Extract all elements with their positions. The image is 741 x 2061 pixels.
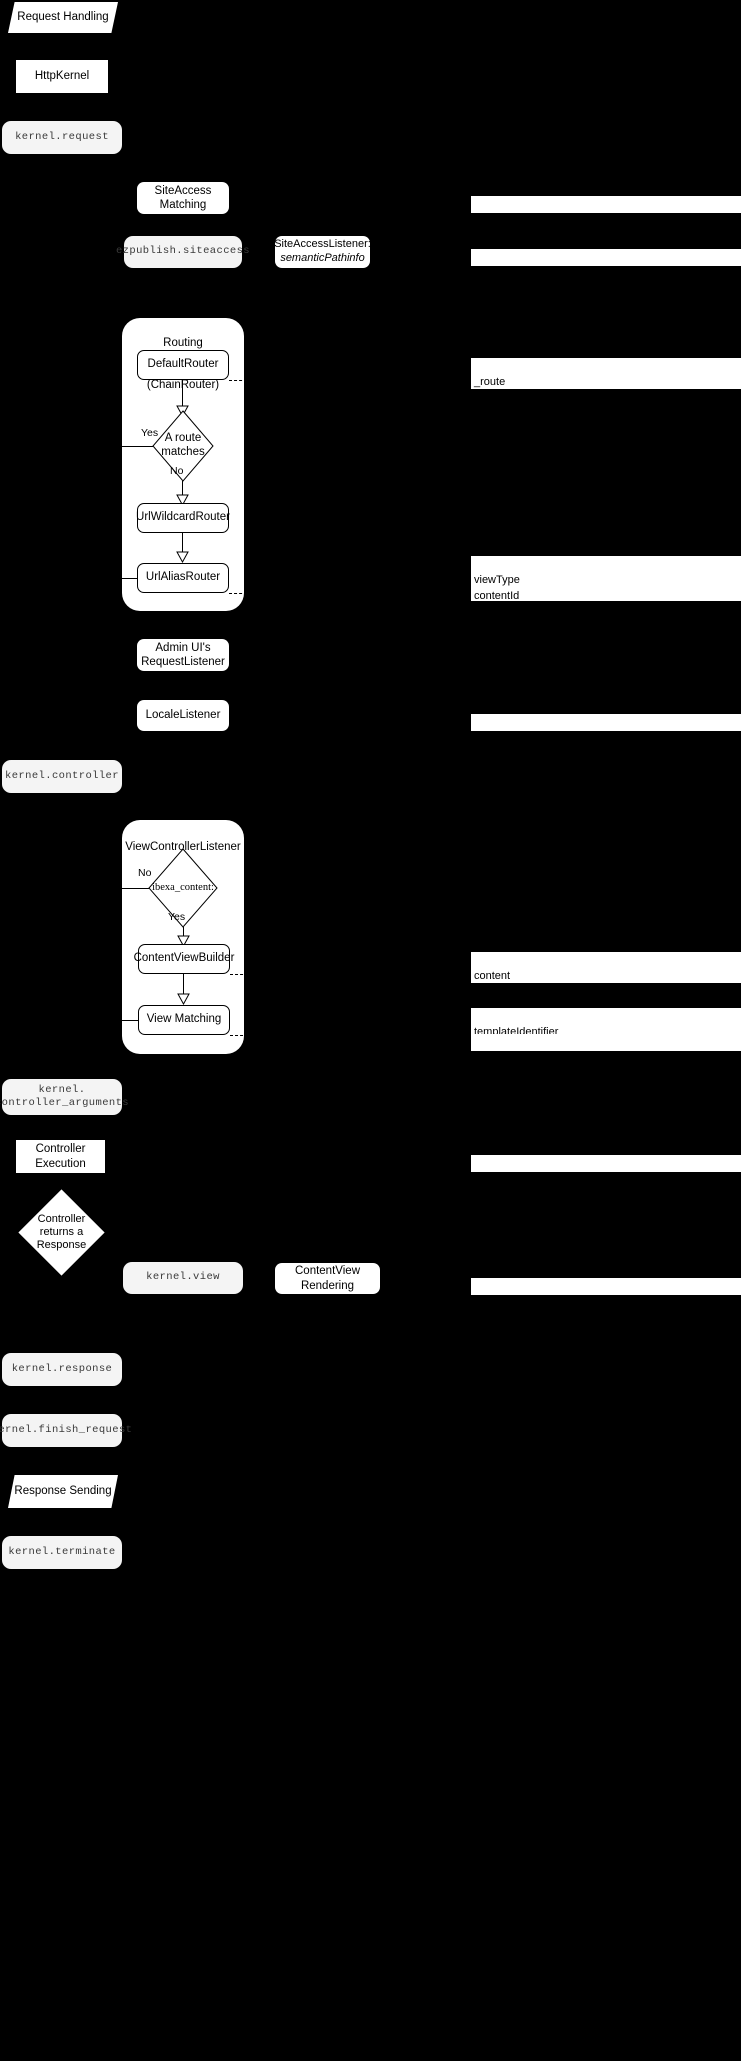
decision-controller-returns-response (18, 1189, 105, 1276)
group-viewcontrollerlistener-title: ViewControllerListener (122, 826, 244, 854)
attr-text: response/view (474, 1172, 545, 1185)
attr-viewtype-contentid-locationid: viewType contentId locationId (471, 556, 741, 618)
edge-label-yes-ibexa: Yes (168, 911, 186, 923)
node-label: SiteAccess Matching (154, 184, 212, 211)
event-label: kernel.request (15, 130, 109, 143)
node-defaultrouter: DefaultRouter (137, 350, 229, 380)
node-urlaliasrouter: UrlAliasRouter (137, 563, 229, 593)
node-adminui-requestlistener: Admin UI's RequestListener (137, 639, 229, 671)
node-label: Controller Execution (35, 1143, 86, 1170)
attr-text: _route _controller (474, 375, 526, 404)
event-kernel-controller: kernel.controller (2, 760, 122, 793)
attr-siteaccess: siteaccess (471, 196, 741, 226)
node-label: View Matching (146, 1013, 222, 1026)
node-contentviewbuilder: ContentViewBuilder (134, 944, 234, 974)
event-kernel-response: kernel.response (2, 1353, 122, 1386)
event-label: kernel.controller (5, 769, 119, 782)
event-label: kernel. controller_arguments (0, 1083, 130, 1109)
node-urlwildcardrouter: UrlWildcardRouter (136, 503, 230, 533)
edge-label-no-route: No (170, 465, 184, 477)
event-label: kernel.response (11, 1362, 113, 1375)
node-label: SiteAccessListener:semanticPathinfo (274, 238, 371, 264)
dashed-connector-contentviewbuilder (230, 974, 474, 975)
event-label: kernel.terminate (8, 1545, 116, 1558)
arrowhead-icon (177, 935, 190, 947)
phase-label: Request Handling (17, 11, 109, 24)
node-label: ContentView Rendering (295, 1265, 360, 1292)
event-label: kernel.finish_request (0, 1423, 133, 1436)
attr-text: content location (474, 969, 512, 998)
edge-label-no-ibexa: No (138, 867, 152, 879)
group-title-text: ViewControllerListener (125, 841, 241, 854)
phase-banner-request-handling: Request Handling (8, 2, 118, 33)
event-kernel-request: kernel.request (2, 121, 122, 154)
event-label: kernel.view (146, 1271, 220, 1284)
attr-route-controller: _route _controller (471, 358, 741, 404)
event-label: ezpublish.siteaccess (115, 245, 251, 258)
edge-yes-branch-route (122, 446, 153, 447)
node-label: Admin UI's RequestListener (141, 641, 225, 668)
arrowhead-icon (176, 551, 189, 563)
node-siteaccess-matching: SiteAccess Matching (137, 182, 229, 214)
dashed-connector-viewmatching (230, 1035, 474, 1036)
event-kernel-controller-arguments: kernel. controller_arguments (0, 1079, 129, 1115)
attr-locale: _locale (471, 714, 741, 744)
event-kernel-finish-request: kernel.finish_request (0, 1414, 132, 1447)
attr-template-controllerreference: templateIdentifier controllerReference (471, 1008, 741, 1054)
node-label: UrlWildcardRouter (136, 511, 230, 524)
node-httpkernel: HttpKernel (16, 60, 108, 93)
attr-view: view (471, 1034, 741, 1064)
node-label: LocaleListener (145, 709, 221, 722)
edge-defaultrouter-to-decision (182, 380, 183, 411)
arrowhead-icon (177, 993, 190, 1005)
dashed-connector-defaultrouter (229, 380, 474, 381)
edge-no-branch-route (182, 481, 183, 501)
attr-text: viewType contentId locationId (474, 573, 522, 618)
node-localelistener: LocaleListener (137, 700, 229, 731)
edge-alias-left-stub (122, 578, 138, 579)
phase-banner-response-sending: Response Sending (8, 1475, 118, 1508)
node-siteaccesslistener: SiteAccessListener:semanticPathinfo (274, 236, 371, 268)
edge-label-yes-route: Yes (141, 427, 159, 439)
attr-text: _locale (474, 731, 509, 744)
attr-content-location: content location (471, 952, 741, 998)
node-contentview-rendering: ContentView Rendering (275, 1263, 380, 1294)
attr-text: view (474, 1051, 497, 1064)
node-label: DefaultRouter (147, 358, 219, 371)
attr-semanticpathinfo: semanticPathinfo (471, 249, 741, 279)
attr-response-view: response/view (471, 1155, 741, 1185)
attr-text: siteaccess (474, 213, 526, 226)
edge-builder-to-matching (183, 974, 184, 1000)
node-view-matching: View Matching (138, 1005, 230, 1035)
event-kernel-view: kernel.view (123, 1262, 243, 1294)
edge-viewmatching-left-stub (122, 1020, 139, 1021)
event-ezpublish-siteaccess: ezpublish.siteaccess (116, 236, 250, 268)
node-label: HttpKernel (34, 70, 90, 83)
attr-text: semanticPathinfo (474, 266, 559, 279)
arrowhead-icon (176, 494, 189, 506)
event-kernel-terminate: kernel.terminate (2, 1536, 122, 1569)
edge-no-branch-ibexa (122, 888, 149, 889)
node-label: ContentViewBuilder (133, 952, 235, 965)
edge-wildcard-to-alias (182, 533, 183, 557)
dashed-connector-urlaliasrouter (229, 593, 474, 594)
node-label: UrlAliasRouter (145, 571, 221, 584)
phase-label: Response Sending (14, 1485, 112, 1498)
attr-text: response (474, 1295, 520, 1308)
node-controller-execution: Controller Execution (16, 1140, 105, 1173)
attr-response: response (471, 1278, 741, 1308)
